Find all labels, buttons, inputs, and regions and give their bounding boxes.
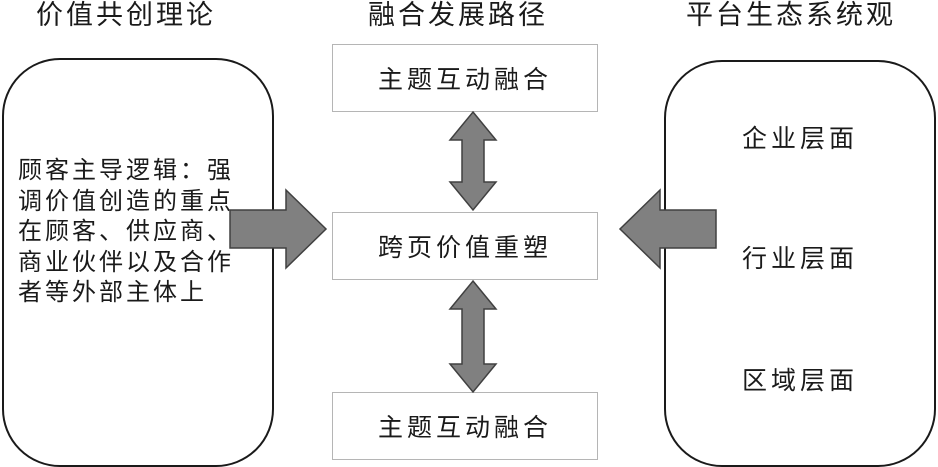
heading-integration-path: 融合发展路径 [368, 0, 548, 31]
arrow-left-from-right-panel [618, 188, 717, 270]
heading-platform-ecosystem: 平台生态系统观 [686, 0, 896, 31]
level-enterprise: 企业层面 [741, 124, 858, 153]
bottom-theme-box: 主题互动融合 [332, 392, 598, 460]
heading-value-cocreation-theory: 价值共创理论 [36, 0, 216, 31]
level-industry: 行业层面 [741, 244, 858, 273]
right-rounded-panel [664, 60, 936, 467]
double-arrow-upper [448, 110, 498, 212]
top-theme-box: 主题互动融合 [332, 44, 598, 112]
center-value-box: 跨页价值重塑 [332, 212, 598, 280]
arrow-right-from-left-panel [229, 188, 328, 270]
left-rounded-panel [2, 58, 274, 467]
double-arrow-lower [448, 279, 498, 394]
left-panel-text: 顾客主导逻辑：强调价值创造的重点在顾客、供应商、商业伙伴以及合作者等外部主体上 [18, 156, 234, 306]
level-regional: 区域层面 [741, 366, 858, 395]
